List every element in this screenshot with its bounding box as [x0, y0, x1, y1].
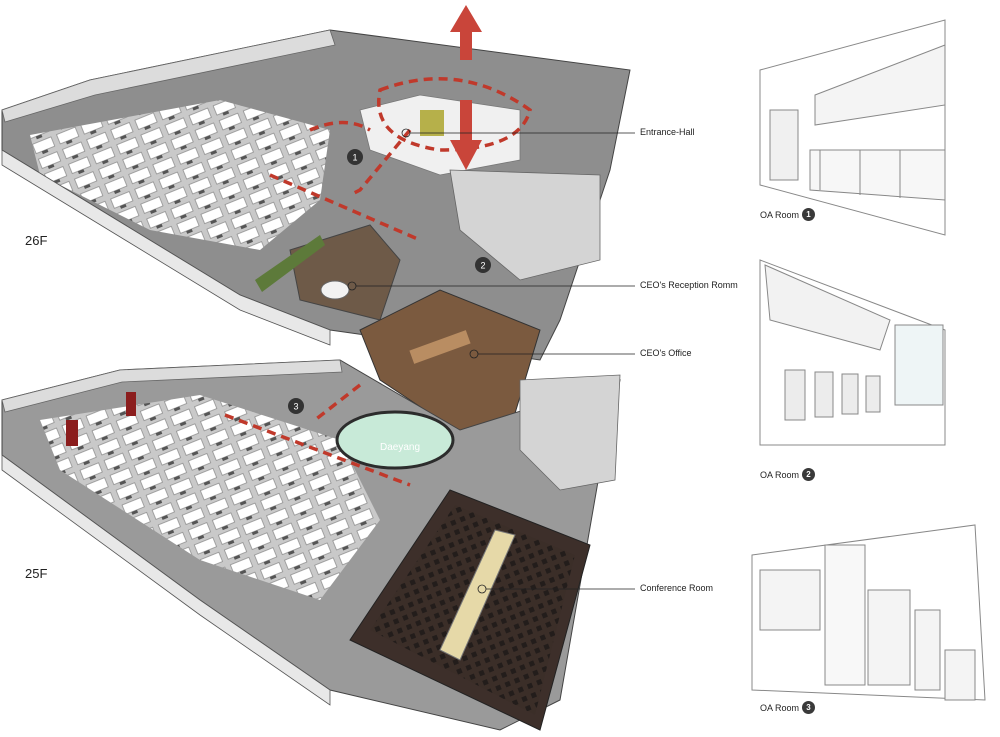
- circulation-paths: [224, 77, 532, 487]
- callout-leaders: [347, 128, 635, 594]
- entrance-loop-path: [377, 77, 532, 152]
- oa-room-2-text: OA Room: [760, 469, 800, 480]
- floor-label-26f: 26F: [25, 233, 48, 248]
- up-arrow-icon: [450, 5, 482, 60]
- floor-26f-desks: [30, 100, 330, 250]
- desk-corridor-path-25f: [224, 413, 411, 487]
- corridor-down-path: [313, 383, 362, 422]
- svg-text:2: 2: [480, 261, 485, 271]
- oa-room-1-text: OA Room: [760, 209, 800, 220]
- glass-feature-wall: [335, 410, 455, 470]
- svg-text:1: 1: [352, 153, 357, 163]
- down-arrow-icon: [450, 100, 482, 170]
- oa-room-2-sketch: [759, 259, 946, 446]
- oa-room-2-badge: 2: [802, 468, 816, 481]
- callout-entrance-hall: Entrance-Hall: [640, 127, 695, 137]
- floor-25f-window-wall: [1, 359, 343, 413]
- oa-room-3-label: OA Room 3: [760, 701, 816, 714]
- oa-room-3-text: OA Room: [760, 702, 800, 713]
- oa-room-1-badge: 1: [802, 208, 816, 221]
- conference-table: [439, 529, 516, 661]
- floor-25f: Daeyang: [1, 359, 621, 731]
- oa-room-1-label: OA Room 1: [760, 208, 816, 221]
- oa-room-3-badge: 3: [802, 701, 816, 714]
- floor-26f-front-edge: [1, 149, 331, 346]
- floor-25f-rooms-right: [519, 374, 621, 491]
- marker-1: 1: [347, 149, 363, 165]
- entrance-arc-path: [309, 120, 371, 132]
- callout-ceo-office: CEO's Office: [640, 348, 692, 358]
- svg-text:3: 3: [293, 402, 298, 412]
- direction-arrows: [450, 5, 482, 170]
- red-panel-left: [66, 420, 78, 446]
- signage-text: Daeyang: [380, 442, 420, 453]
- planter-strip: [255, 235, 325, 292]
- entrance-art: [420, 110, 444, 136]
- callout-conference-room: Conference Room: [640, 583, 714, 593]
- oa-room-3-sketch: [751, 524, 986, 701]
- floor-26f: [1, 29, 631, 441]
- floor-label-25f: 25F: [25, 566, 48, 581]
- oa-room-2-label: OA Room 2: [760, 468, 816, 481]
- oa-room-1-sketch: [759, 19, 946, 236]
- floor-25f-desks: [40, 395, 380, 600]
- marker-3: 3: [288, 398, 304, 414]
- entrance-to-desks-path: [349, 128, 412, 197]
- reception-table: [320, 280, 350, 300]
- floor-25f-front-edge: [1, 454, 331, 706]
- callout-ceo-reception: CEO's Reception Romm: [640, 280, 738, 290]
- floor-26f-window-wall: [1, 29, 336, 123]
- ceo-desk: [409, 330, 471, 364]
- red-panel-right: [126, 392, 136, 416]
- floor-26f-rooms-right: [449, 169, 601, 281]
- desk-corridor-path-26f: [269, 173, 421, 242]
- marker-2: 2: [475, 257, 491, 273]
